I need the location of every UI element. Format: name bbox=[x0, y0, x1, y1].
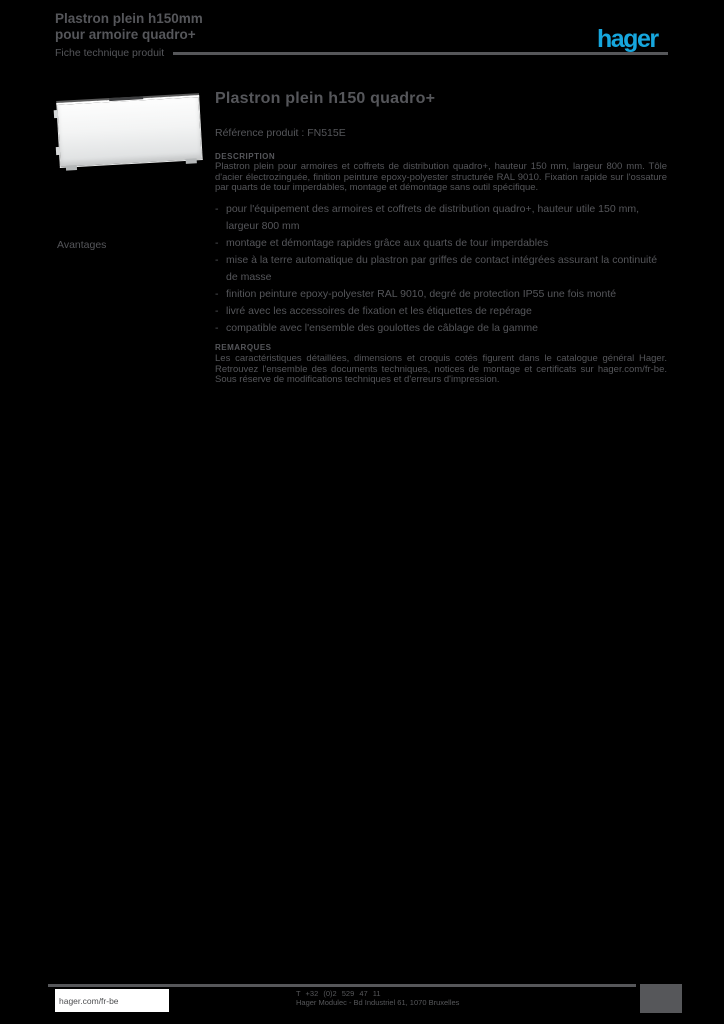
advantages-margin-label: Avantages bbox=[57, 239, 107, 251]
document-title-line1: Plastron plein h150mm bbox=[55, 11, 203, 26]
remarks-text: Les caractéristiques détaillées, dimensi… bbox=[215, 353, 667, 385]
advantage-list-item: -montage et démontage rapides grâce aux … bbox=[215, 235, 667, 252]
advantage-text: montage et démontage rapides grâce aux q… bbox=[226, 237, 549, 249]
hager-logo: hager bbox=[597, 25, 659, 53]
bullet-dash: - bbox=[215, 322, 219, 334]
plate-foot bbox=[65, 164, 78, 171]
footer-divider bbox=[48, 984, 636, 987]
advantage-text: compatible avec l'ensemble des goulottes… bbox=[226, 322, 538, 334]
advantage-list-item: -pour l'équipement des armoires et coffr… bbox=[215, 201, 667, 235]
plate-foot bbox=[185, 158, 197, 164]
advantage-text: mise à la terre automatique du plastron … bbox=[226, 254, 658, 283]
advantages-list: -pour l'équipement des armoires et coffr… bbox=[215, 201, 667, 337]
document-title: Plastron plein h150mm pour armoire quadr… bbox=[55, 11, 203, 42]
bullet-dash: - bbox=[215, 305, 219, 317]
website-link-box[interactable]: hager.com/fr-be bbox=[55, 989, 169, 1012]
product-reference: Référence produit : FN515E bbox=[215, 127, 346, 139]
advantage-text: livré avec les accessoires de fixation e… bbox=[226, 305, 532, 317]
advantage-list-item: -finition peinture epoxy-polyester RAL 9… bbox=[215, 286, 667, 303]
advantage-text: pour l'équipement des armoires et coffre… bbox=[226, 203, 640, 232]
product-title: Plastron plein h150 quadro+ bbox=[215, 90, 436, 107]
website-link-label[interactable]: hager.com/fr-be bbox=[59, 995, 119, 1006]
bullet-dash: - bbox=[215, 288, 219, 300]
header-subtitle-row: Fiche technique produit bbox=[55, 47, 668, 59]
footer-address-line: Hager Modulec - Bd Industriel 61, 1070 B… bbox=[296, 998, 460, 1007]
description-section-label: Description bbox=[215, 152, 276, 161]
product-image bbox=[53, 95, 203, 171]
bullet-dash: - bbox=[215, 203, 219, 215]
document-title-line2: pour armoire quadro+ bbox=[55, 26, 196, 42]
advantage-list-item: -mise à la terre automatique du plastron… bbox=[215, 252, 667, 286]
advantage-list-item: -compatible avec l'ensemble des goulotte… bbox=[215, 320, 667, 337]
bullet-dash: - bbox=[215, 254, 219, 266]
advantage-text: finition peinture epoxy-polyester RAL 90… bbox=[226, 288, 617, 300]
qr-code bbox=[640, 984, 682, 1013]
plate-left-clip bbox=[53, 109, 59, 119]
header-divider bbox=[173, 51, 668, 55]
footer-phone: T +32 (0)2 529 47 11 bbox=[296, 989, 381, 998]
plate-left-clip bbox=[55, 146, 61, 156]
plate-top-shadow bbox=[109, 96, 144, 102]
footer-address: T +32 (0)2 529 47 11 Hager Modulec - Bd … bbox=[296, 989, 459, 1007]
header-subtitle: Fiche technique produit bbox=[55, 47, 165, 59]
bullet-dash: - bbox=[215, 237, 219, 249]
description-text: Plastron plein pour armoires et coffrets… bbox=[215, 161, 667, 193]
remarks-section-label: Remarques bbox=[215, 343, 272, 352]
advantage-list-item: -livré avec les accessoires de fixation … bbox=[215, 303, 667, 320]
